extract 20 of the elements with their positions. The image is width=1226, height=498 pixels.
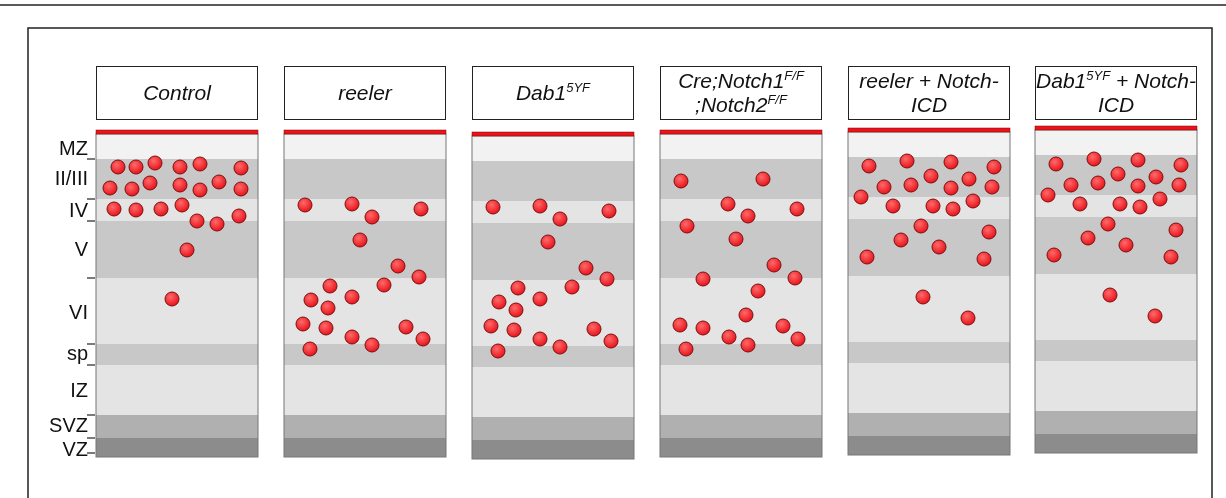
layer-label: MZ <box>58 138 88 158</box>
layer-label: SVZ <box>48 415 88 435</box>
condition-label: Dab1$^{5YF}$ + Notch-ICD <box>1036 69 1196 117</box>
layer-label: V <box>73 239 88 259</box>
condition-label: Control <box>143 81 211 105</box>
condition-box <box>472 66 634 120</box>
condition-box <box>848 66 1010 120</box>
condition-label: reeler + Notch-ICD <box>858 69 1000 117</box>
layer-label: VZ <box>61 439 88 459</box>
layer-label: IZ <box>69 380 88 400</box>
condition-label: Dab1$^{5YF}$ <box>515 81 591 105</box>
condition-box <box>660 66 822 120</box>
layer-label: VI <box>68 302 88 322</box>
layer-label: II/III <box>53 168 88 188</box>
layer-label: IV <box>68 200 88 220</box>
condition-label: Cre;Notch1$^{F/F}$ ;Notch2$^{F/F}$ <box>677 69 806 117</box>
condition-box <box>284 66 446 120</box>
layer-label: sp <box>65 343 88 363</box>
condition-box <box>96 66 258 120</box>
condition-label: reeler <box>338 81 392 105</box>
